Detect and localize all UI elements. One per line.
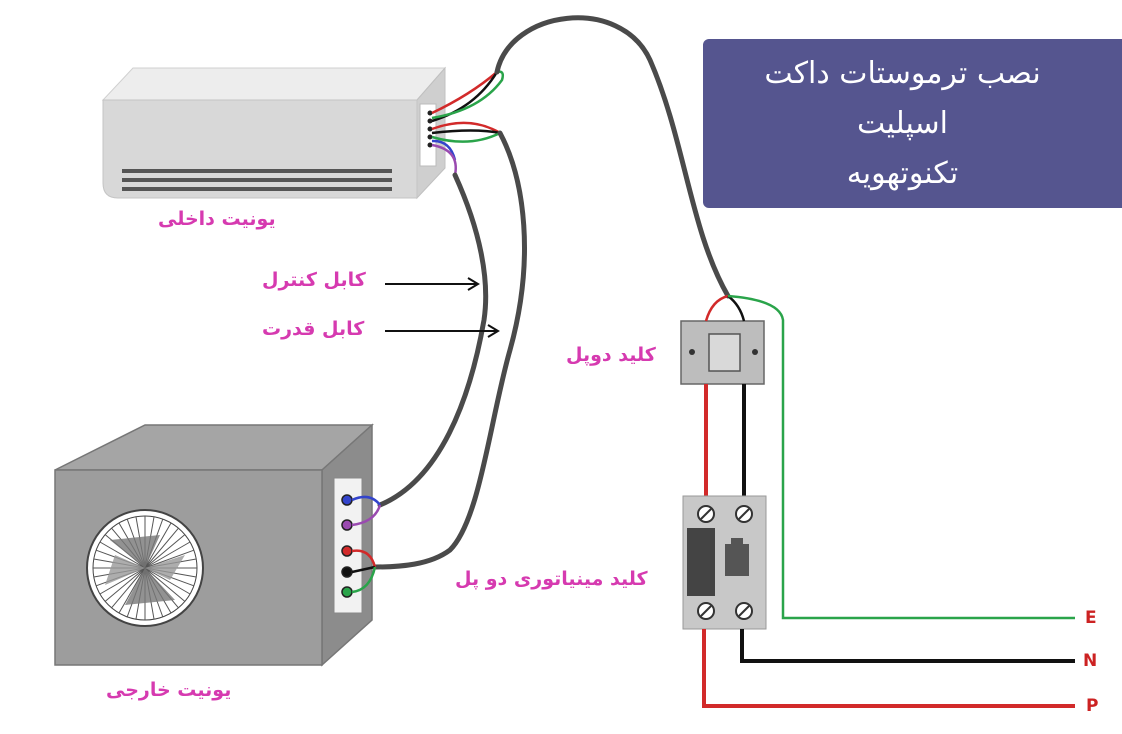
indoor-unit	[101, 66, 447, 200]
fan-spoke	[144, 527, 179, 569]
title-line-1: نصب ترموستات داکت	[764, 55, 1041, 91]
fan-spoke	[99, 567, 146, 595]
earth-terminal-label: E	[1085, 608, 1097, 628]
fan-spoke	[104, 567, 146, 602]
title-box: نصب ترموستات داکت اسپلیت تکنوتهویه	[703, 39, 1122, 208]
outdoor-terminal-black	[341, 566, 353, 578]
outdoor-wire-fanin	[351, 495, 382, 594]
outdoor-unit-label: یونیت خارجی	[106, 679, 232, 701]
phase-terminal-label: P	[1086, 696, 1099, 716]
indoor-vent-slat	[122, 187, 392, 191]
fan-spoke	[144, 567, 186, 602]
thermostat-cable	[494, 15, 731, 299]
indoor-terminal	[427, 134, 433, 140]
switch-input-wires	[704, 294, 1075, 620]
neutral-terminal-label: N	[1083, 651, 1098, 671]
switch-to-mcb-wires	[704, 384, 746, 498]
arrow-head	[487, 324, 500, 338]
fan-spoke	[118, 567, 146, 614]
outdoor-fan-icon	[86, 509, 204, 627]
title-line-3: تکنوتهویه	[846, 155, 959, 191]
fan-spoke	[144, 567, 191, 595]
earth-wire	[727, 294, 1075, 620]
fan-spoke	[99, 541, 146, 569]
fan-spoke	[144, 549, 195, 569]
double-pole-switch-label: کلید دوپل	[566, 344, 656, 366]
indoor-vent-slat	[122, 178, 392, 182]
arrow-head	[467, 277, 480, 291]
arrows	[385, 277, 500, 338]
phase-wire	[702, 629, 1075, 708]
control-cable	[377, 172, 489, 508]
double-pole-switch	[680, 320, 765, 385]
mcb-switch	[682, 495, 767, 630]
title-line-2: اسپلیت	[857, 105, 948, 141]
mcb-switch-label: کلید مینیاتوری دو پل	[455, 568, 648, 590]
outdoor-unit	[54, 423, 374, 667]
outdoor-terminal-purple	[341, 519, 353, 531]
indoor-terminal	[427, 126, 433, 132]
fan-spoke	[144, 522, 172, 569]
power-cable	[372, 130, 527, 570]
neutral-wire	[740, 629, 1075, 663]
indoor-vent-slat	[122, 169, 392, 173]
gray-cables	[372, 15, 731, 570]
fan-spoke	[111, 567, 146, 609]
supply-wires	[702, 629, 1075, 708]
outdoor-terminal-green	[341, 586, 353, 598]
fan-spoke	[144, 541, 191, 569]
indoor-terminal	[427, 110, 433, 116]
outdoor-terminal-red	[341, 545, 353, 557]
indoor-terminal	[427, 142, 433, 148]
power-cable-label: کابل قدرت	[262, 318, 365, 340]
control-cable-label: کابل کنترل	[262, 269, 366, 291]
indoor-unit-label: یونیت داخلی	[158, 208, 276, 230]
indoor-wire-fanout	[431, 70, 505, 176]
outdoor-terminal-blue	[341, 494, 353, 506]
fan-spoke	[144, 534, 186, 569]
indoor-terminal	[427, 118, 433, 124]
